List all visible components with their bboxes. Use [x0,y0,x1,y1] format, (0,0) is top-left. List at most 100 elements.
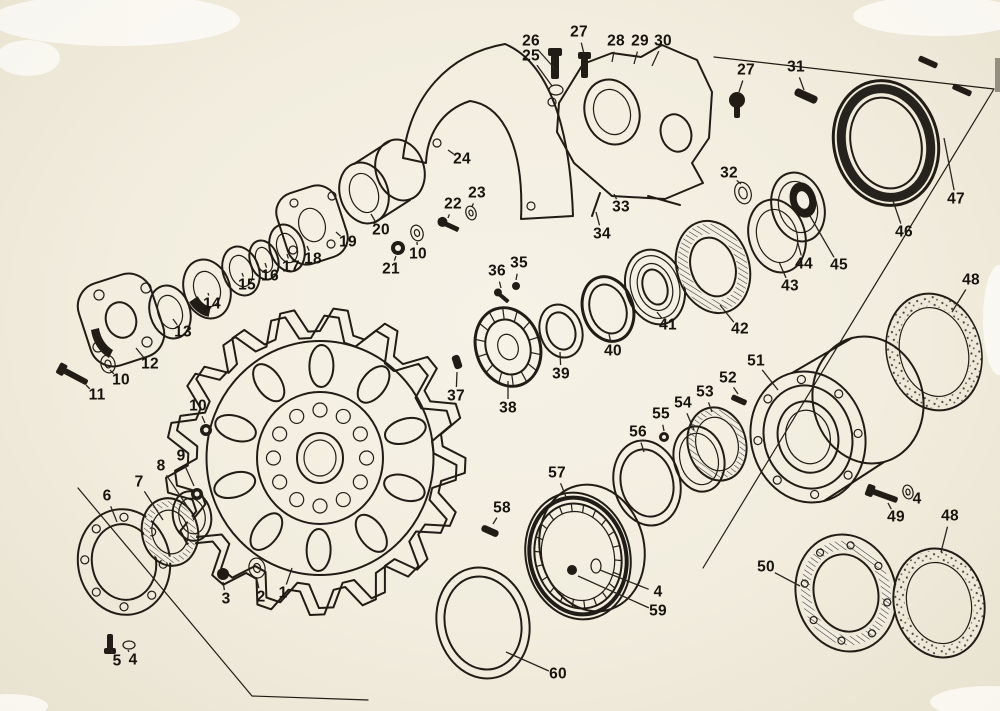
leader-line-30 [651,50,660,67]
leader-line-23 [471,203,475,208]
leader-line-5 [110,650,113,654]
sprocket-bolt-hole [272,474,288,490]
callout-2: 2 [256,588,266,606]
stud-34 [591,192,601,217]
leader-line-40 [608,333,612,343]
callout-15: 15 [238,276,256,294]
leader-line-2 [256,579,260,589]
ring-43 [747,198,807,274]
callout-33: 33 [612,198,630,216]
callout-9: 9 [176,447,186,465]
leader-line-15 [241,272,245,277]
leader-line-37 [455,371,458,388]
drum-51 [749,335,925,504]
callout-48: 48 [941,507,959,525]
ring-39 [538,303,584,359]
callout-29: 29 [631,32,649,50]
callout-10: 10 [189,397,207,415]
gasket-48-lower [892,547,986,659]
sprocket-bolt-hole [352,474,368,490]
bolt-27-right [729,92,745,118]
washer-10-top [410,224,424,242]
bolt-27-top [578,52,591,78]
callout-13: 13 [174,323,192,341]
drum-57-teeth [534,504,622,608]
leader-line-12 [135,347,145,358]
callout-32: 32 [720,164,738,182]
bolt-59 [567,565,577,575]
stud-47-b [952,83,972,97]
leader-line-21 [393,255,397,261]
leader-line-39 [559,351,562,366]
leader-line-16 [264,262,268,268]
pin-31 [794,88,818,104]
stud-47-a [918,55,938,69]
callout-56: 56 [629,423,647,441]
callout-43: 43 [781,277,799,295]
leader-line-14 [207,292,210,296]
leader-line-17 [286,253,289,259]
sprocket-bolt-hole [289,491,305,508]
callout-39: 39 [552,365,570,383]
pin-52 [731,394,747,406]
leader-line-4 [599,569,649,590]
callout-48: 48 [962,271,980,289]
leader-line-18 [306,245,310,252]
callout-26: 26 [522,32,540,50]
callout-4: 4 [653,583,663,601]
frame-line-bottom-left [77,487,369,701]
bolt-49 [864,484,898,503]
gear-drum-57 [524,483,646,621]
callout-31: 31 [787,58,805,76]
leader-line-59 [577,575,650,609]
callout-42: 42 [731,320,749,338]
callout-36: 36 [488,262,506,280]
callout-25: 25 [522,47,540,65]
leader-line-50 [774,572,801,587]
leader-line-32 [736,179,742,185]
callout-52: 52 [719,369,737,387]
leader-line-10 [201,415,206,424]
sprocket-window [305,528,332,573]
sprocket-bolt-hole [289,408,305,425]
callout-46: 46 [895,223,913,241]
callout-47: 47 [947,190,965,208]
sprocket-front-face [174,307,467,609]
sprocket-window [308,344,335,389]
ring-46 [831,79,941,207]
sprocket-bolt-hole [358,450,375,466]
callout-40: 40 [604,342,622,360]
leader-line-35 [515,273,518,281]
callout-34: 34 [593,225,611,243]
callout-5: 5 [112,652,122,670]
callout-17: 17 [282,258,300,276]
leader-line-51 [761,369,779,391]
leader-line-29 [633,51,639,65]
sprocket-bolt-hole [312,498,328,514]
gasket-plate-18-19 [275,184,349,266]
callout-7: 7 [134,473,144,491]
bearing-cup-42 [674,219,752,315]
leader-line-6 [110,506,118,523]
leader-line-33 [613,193,618,200]
sprocket-window [213,470,257,500]
leader-line-53 [707,402,713,413]
leader-line-13 [172,318,178,326]
flange-50 [794,533,898,653]
leader-line-24 [447,149,455,155]
sprocket-bolt-hole [335,408,351,425]
leader-line-58 [492,517,498,525]
callout-37: 37 [447,387,465,405]
washer-4-left [122,640,136,650]
callout-27: 27 [737,61,755,79]
callout-6: 6 [102,487,112,505]
bolt-5 [104,634,116,654]
callout-18: 18 [304,250,322,268]
callout-50: 50 [757,558,775,576]
washer-23 [465,205,477,221]
sprocket-back-face [165,314,458,616]
leader-line-27 [738,80,744,93]
